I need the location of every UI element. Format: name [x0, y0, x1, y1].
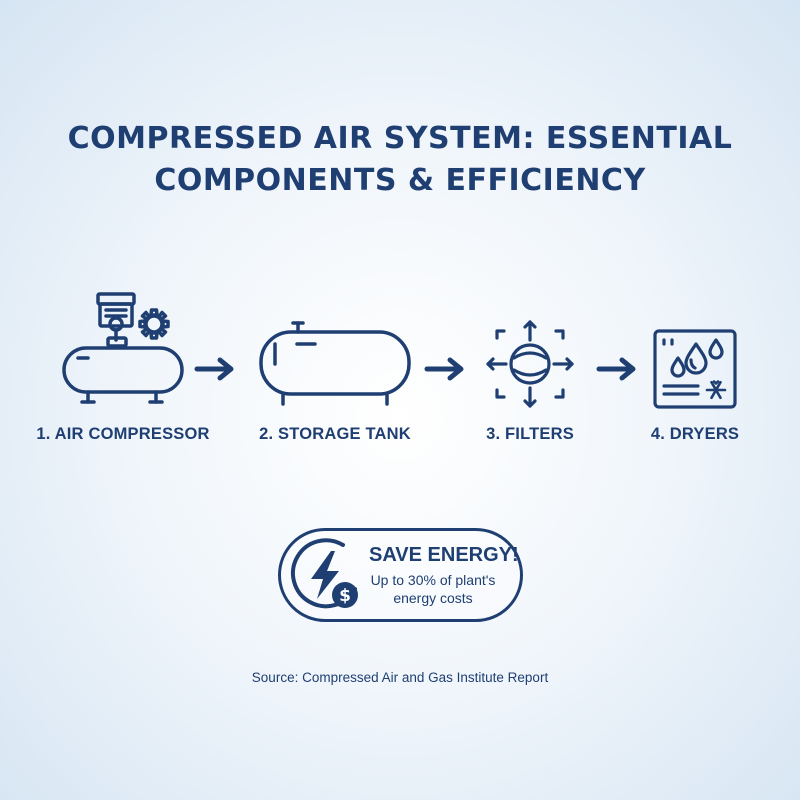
step-label-air-compressor: 1. AIR COMPRESSOR — [36, 425, 210, 443]
source-citation: Source: Compressed Air and Gas Institute… — [251, 670, 549, 685]
arrow-right-icon — [596, 357, 636, 381]
step-label-filters: 3. FILTERS — [486, 425, 574, 443]
badge-heading: SAVE ENERGY! — [369, 544, 519, 566]
step-label-dryers: 4. DRYERS — [650, 425, 740, 443]
svg-text:$: $ — [339, 586, 351, 606]
storage-tank-icon — [259, 321, 411, 406]
badge-description-line-2: energy costs — [393, 590, 473, 606]
badge-description-line-1: Up to 30% of plant's — [370, 572, 496, 588]
badge-description: Up to 30% of plant's energy costs — [363, 571, 503, 607]
energy-savings-icon: $ — [291, 538, 358, 609]
energy-savings-badge: $ SAVE ENERGY! Up to 30% of plant's ener… — [278, 528, 523, 622]
title-line-2: COMPONENTS & EFFICIENCY — [154, 163, 646, 198]
step-label-storage-tank: 2. STORAGE TANK — [259, 425, 411, 443]
arrow-right-icon — [194, 357, 234, 381]
filter-icon — [486, 320, 574, 408]
page-title: COMPRESSED AIR SYSTEM: ESSENTIAL COMPONE… — [0, 118, 800, 202]
air-compressor-icon — [62, 292, 184, 404]
arrow-right-icon — [424, 357, 464, 381]
title-line-1: COMPRESSED AIR SYSTEM: ESSENTIAL — [67, 121, 733, 156]
dryer-icon — [653, 329, 737, 409]
